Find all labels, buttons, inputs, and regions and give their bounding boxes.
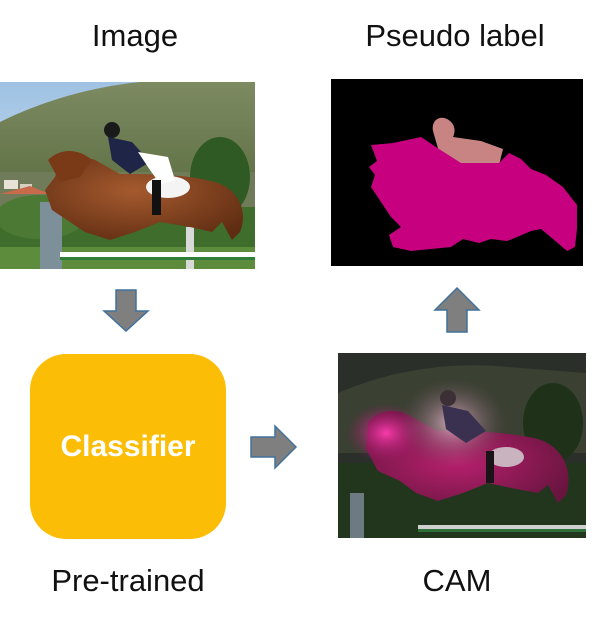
arrow-up-icon — [433, 286, 481, 333]
pseudo-label-mask — [331, 79, 583, 266]
cam-label: CAM — [422, 563, 492, 598]
cam-image — [338, 353, 586, 538]
classifier-box: Classifier — [30, 354, 226, 539]
image-label: Image — [91, 18, 179, 53]
pseudo-label-title: Pseudo label — [365, 18, 545, 53]
input-image — [0, 82, 255, 269]
arrow-down-icon — [102, 289, 150, 333]
classifier-label: Classifier — [60, 429, 196, 463]
pretrained-label: Pre-trained — [51, 563, 205, 598]
arrow-right-icon — [250, 424, 298, 470]
